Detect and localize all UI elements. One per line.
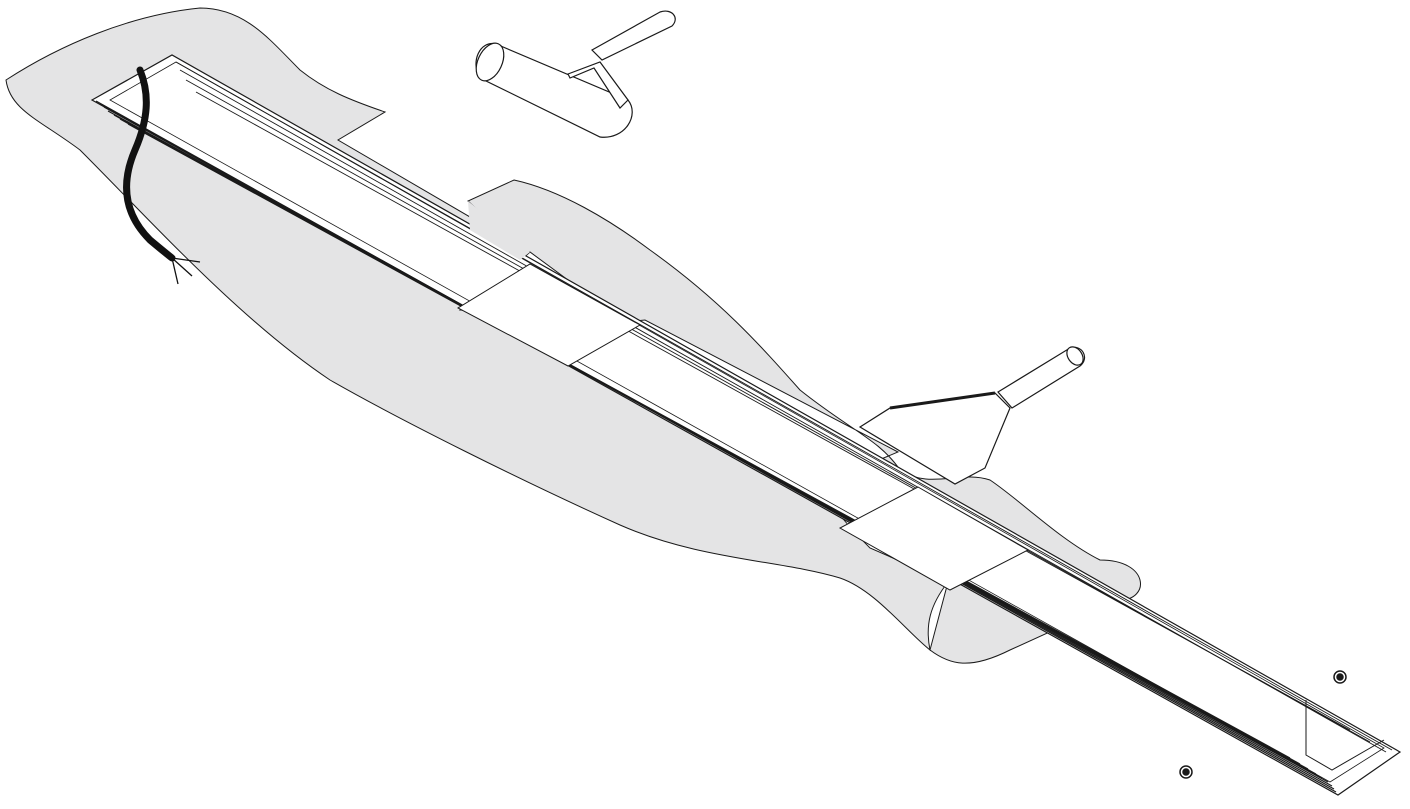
profile-end-cap (1305, 700, 1385, 771)
roller-handle (591, 10, 676, 61)
profile-upper-lines (175, 61, 1393, 753)
screw-top (1333, 670, 1347, 684)
knife-handle-end (1066, 346, 1084, 366)
aluminium-profile (90, 54, 1402, 796)
roller-end (475, 42, 505, 82)
fixing-screw (1179, 670, 1347, 779)
screw-bottom (1179, 765, 1193, 779)
roller-cylinder (475, 43, 633, 138)
putty-knife (858, 346, 1085, 485)
knife-blade-edge (889, 391, 996, 410)
profile-channel-face (109, 61, 1385, 783)
tape-strip-1 (456, 263, 642, 367)
plaster-overlap (468, 201, 530, 260)
roller-frame (567, 61, 629, 109)
cable-sheath (123, 66, 176, 262)
profile-groove-lines (95, 100, 1337, 793)
mesh-tape (456, 263, 1030, 591)
cable-wires (171, 257, 201, 285)
paint-roller (475, 10, 676, 138)
tape-strip-2 (838, 486, 1030, 591)
power-cable (123, 66, 201, 285)
plaster-patch-1 (468, 201, 530, 260)
